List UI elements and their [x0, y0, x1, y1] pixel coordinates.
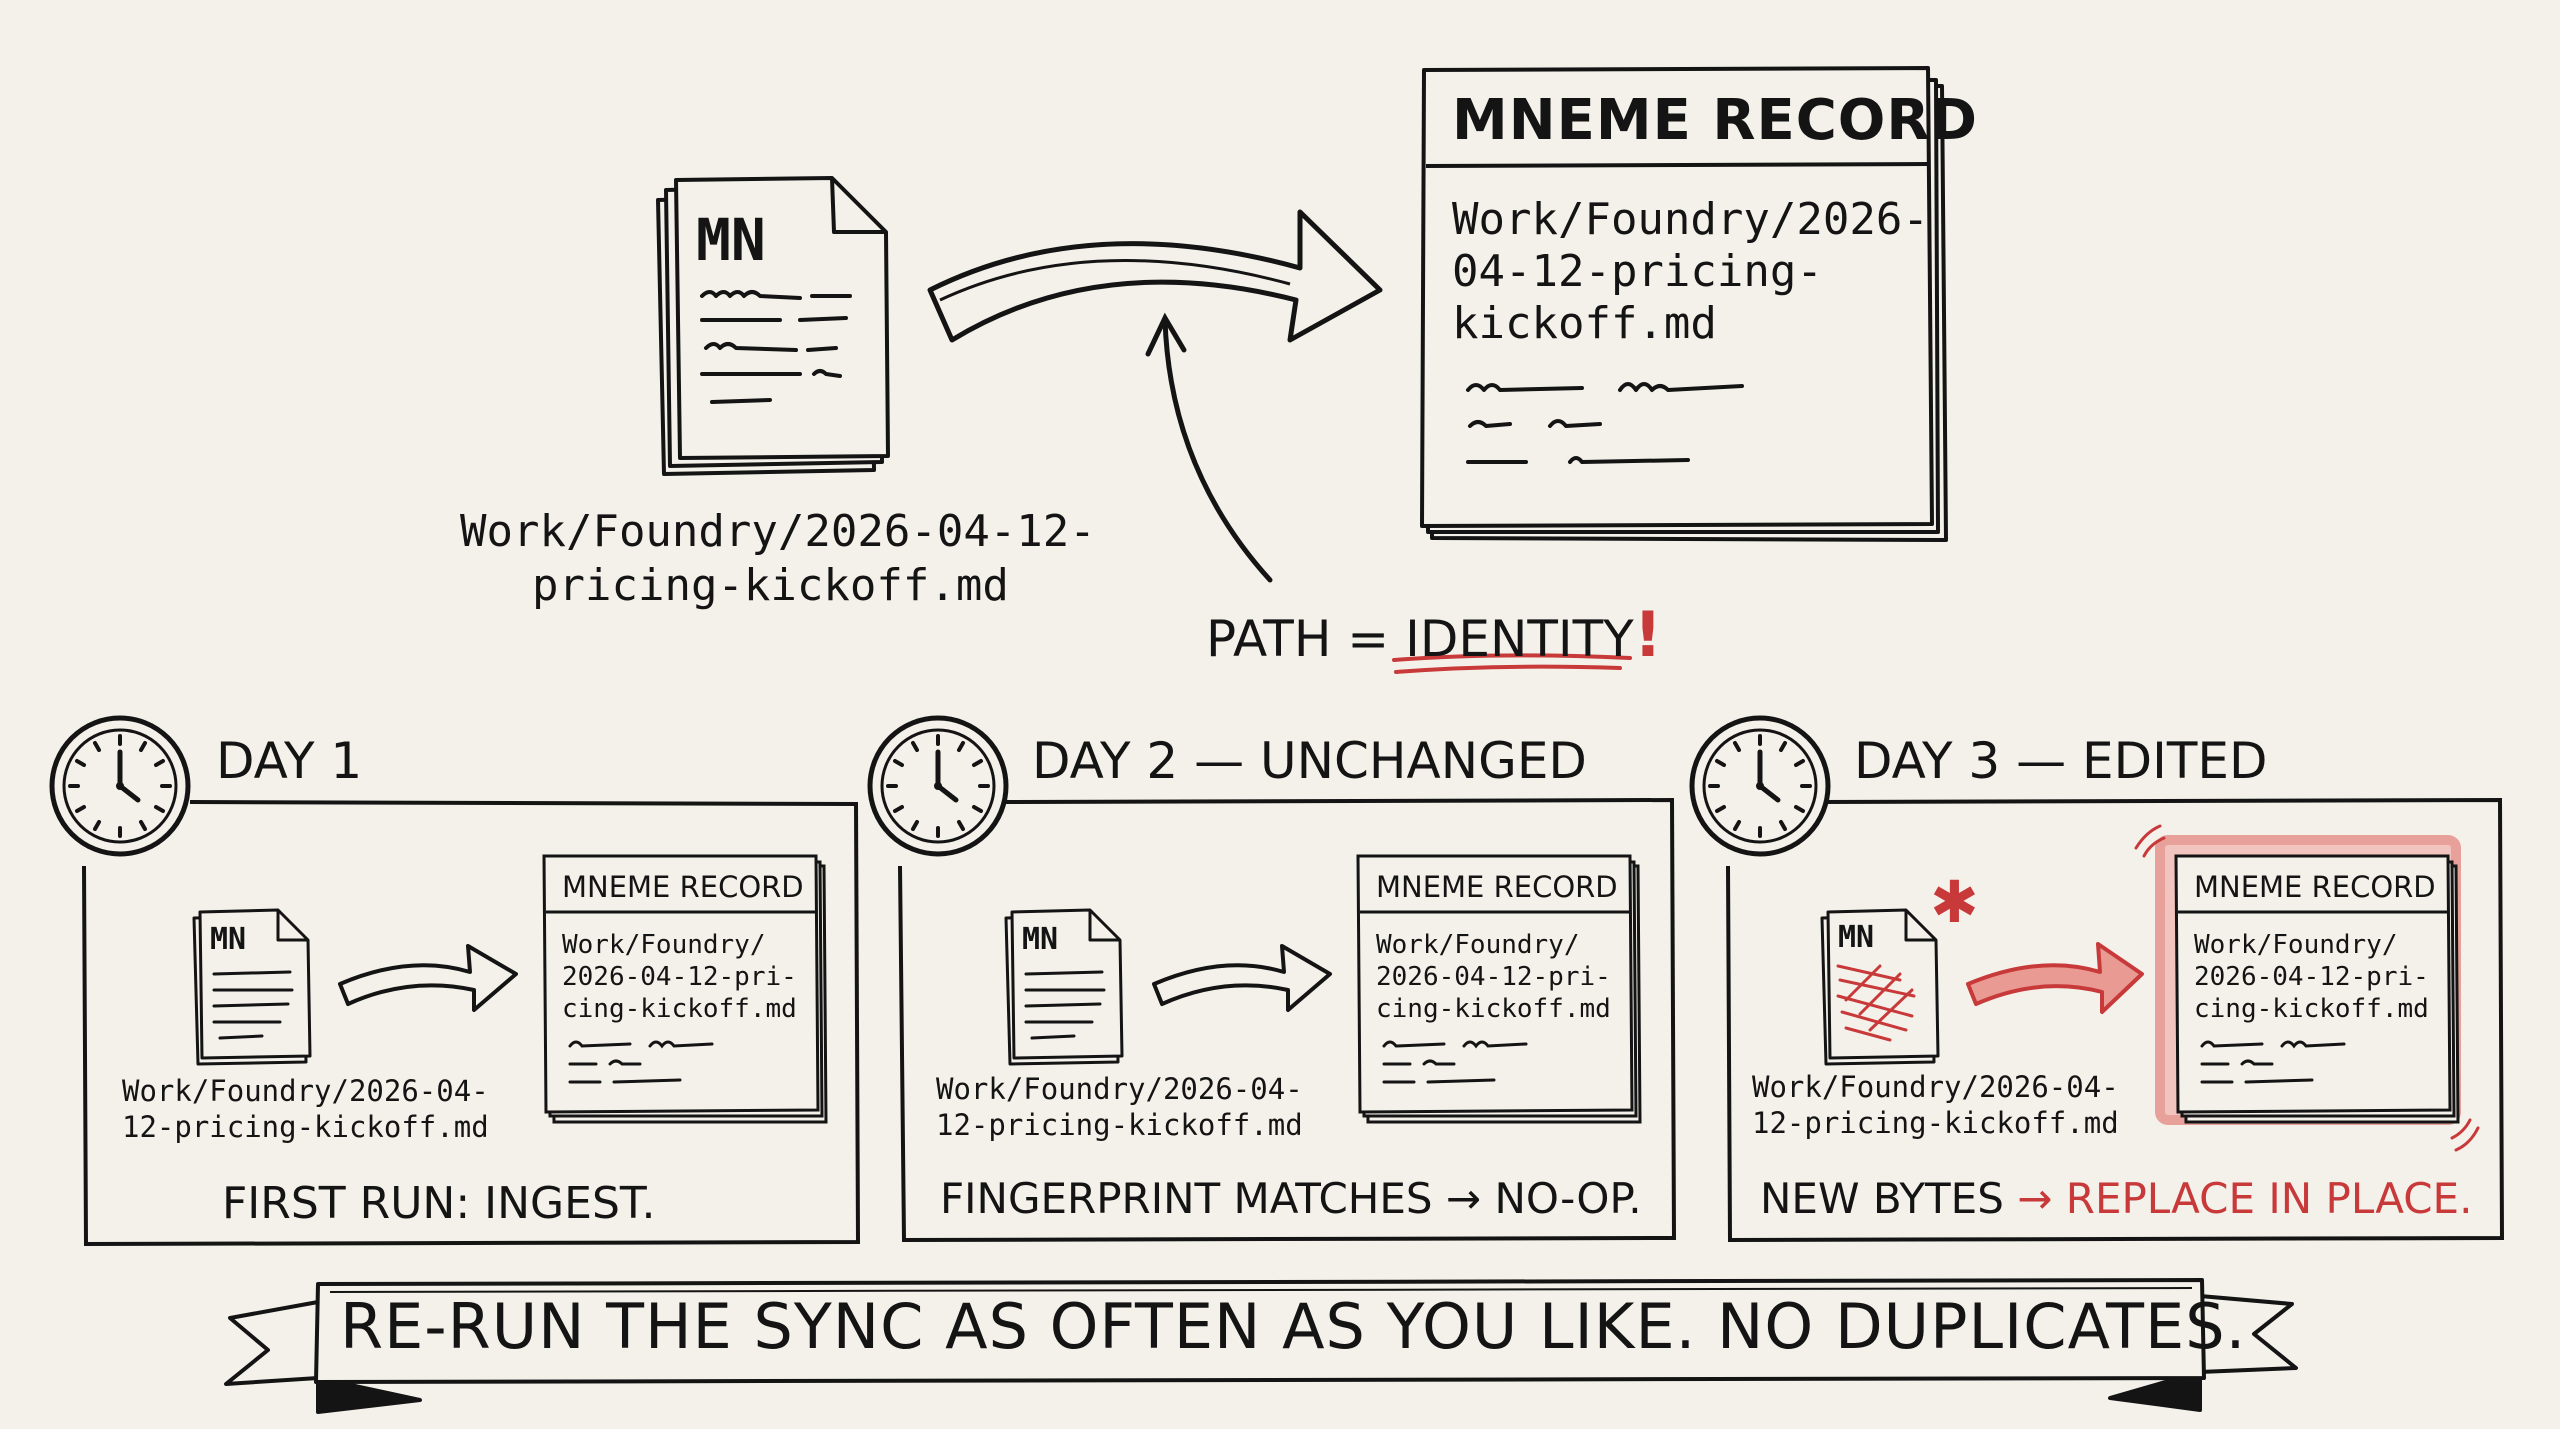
small-record-line-1-day-1: Work/Foundry/	[562, 930, 766, 960]
small-document-icon-day-1	[192, 908, 312, 1066]
panel-caption-action-day-3: → REPLACE IN PLACE.	[2017, 1174, 2473, 1223]
panel-path-line-1-day-3: Work/Foundry/2026-04-	[1752, 1070, 2119, 1104]
small-record-line-3-day-1: cing-kickoff.md	[562, 994, 797, 1024]
panel-path-line-2-day-1: 12-pricing-kickoff.md	[122, 1110, 489, 1144]
clock-icon-day-2	[870, 718, 1006, 854]
panel-path-line-1-day-1: Work/Foundry/2026-04-	[122, 1074, 489, 1108]
small-document-icon-day-2	[1004, 908, 1124, 1066]
ingest-arrow-icon	[927, 209, 1383, 343]
banner-ribbon	[224, 1278, 2298, 1414]
source-path-line-2: pricing-kickoff.md	[532, 560, 1009, 611]
small-record-stack-day-1	[542, 854, 828, 1124]
small-record-line-1-day-3: Work/Foundry/	[2194, 930, 2398, 960]
banner-text: RE-RUN THE SYNC AS OFTEN AS YOU LIKE. NO…	[340, 1290, 2247, 1363]
panel-caption-day-2: FINGERPRINT MATCHES → NO-OP.	[940, 1174, 1642, 1223]
identity-prefix: PATH =	[1206, 610, 1406, 668]
edit-asterisk-icon: ✱	[1930, 868, 1979, 936]
panel-caption-prefix-day-3: NEW BYTES	[1760, 1174, 2004, 1223]
small-arrow-icon-day-1	[338, 944, 518, 1012]
identity-word: IDENTITY	[1405, 610, 1634, 668]
small-record-title-day-3: MNEME RECORD	[2194, 870, 2436, 904]
mneme-record-stack	[1420, 66, 1948, 542]
panel-path-line-1-day-2: Work/Foundry/2026-04-	[936, 1072, 1303, 1106]
panel-caption-day-1: FIRST RUN: INGEST.	[222, 1178, 656, 1229]
identity-bang: !	[1633, 598, 1663, 671]
panel-path-line-2-day-3: 12-pricing-kickoff.md	[1752, 1106, 2119, 1140]
record-title: MNEME RECORD	[1452, 88, 1979, 153]
identity-pointer-arrow-icon	[1145, 312, 1273, 583]
small-record-line-2-day-2: 2026-04-12-pri-	[1376, 962, 1611, 992]
panel-day-3-frame	[1726, 797, 2505, 1243]
clock-icon-day-3	[1692, 718, 1828, 854]
small-record-line-3-day-3: cing-kickoff.md	[2194, 994, 2429, 1024]
small-record-stack-day-2	[1356, 854, 1642, 1124]
identity-label: PATH = IDENTITY!	[1206, 598, 1662, 671]
panel-path-line-2-day-2: 12-pricing-kickoff.md	[936, 1108, 1303, 1142]
panel-heading-day-1: DAY 1	[216, 732, 363, 790]
doc-label: MN	[696, 206, 766, 274]
small-record-title-day-1: MNEME RECORD	[562, 870, 804, 904]
small-record-line-1-day-2: Work/Foundry/	[1376, 930, 1580, 960]
small-record-line-2-day-3: 2026-04-12-pri-	[2194, 962, 2429, 992]
identity-underline	[1392, 653, 1632, 674]
source-document-icon	[656, 176, 890, 476]
small-record-title-day-2: MNEME RECORD	[1376, 870, 1618, 904]
panel-heading-day-2: DAY 2 — UNCHANGED	[1032, 732, 1587, 790]
small-record-line-2-day-1: 2026-04-12-pri-	[562, 962, 797, 992]
small-doc-label-day-1: MN	[210, 922, 247, 957]
small-arrow-icon-day-2	[1152, 944, 1332, 1012]
record-path-line-1: Work/Foundry/2026-	[1452, 194, 1929, 245]
panel-day-1-frame	[82, 800, 861, 1247]
small-doc-label-day-3: MN	[1838, 920, 1875, 955]
source-path-line-1: Work/Foundry/2026-04-12-	[460, 506, 1096, 557]
small-document-icon-day-3	[1820, 908, 1940, 1066]
replace-arrow-icon-day-3	[1966, 942, 2144, 1014]
small-doc-label-day-2: MN	[1022, 922, 1059, 957]
record-path-line-3: kickoff.md	[1452, 298, 1717, 349]
clock-icon-day-1	[52, 718, 188, 854]
small-record-line-3-day-2: cing-kickoff.md	[1376, 994, 1611, 1024]
small-record-stack-day-3	[2134, 824, 2480, 1152]
panel-heading-day-3: DAY 3 — EDITED	[1854, 732, 2268, 790]
record-path-line-2: 04-12-pricing-	[1452, 246, 1823, 297]
panel-day-2-frame	[898, 797, 1677, 1243]
panel-caption-day-3: NEW BYTES → REPLACE IN PLACE.	[1760, 1174, 2472, 1223]
